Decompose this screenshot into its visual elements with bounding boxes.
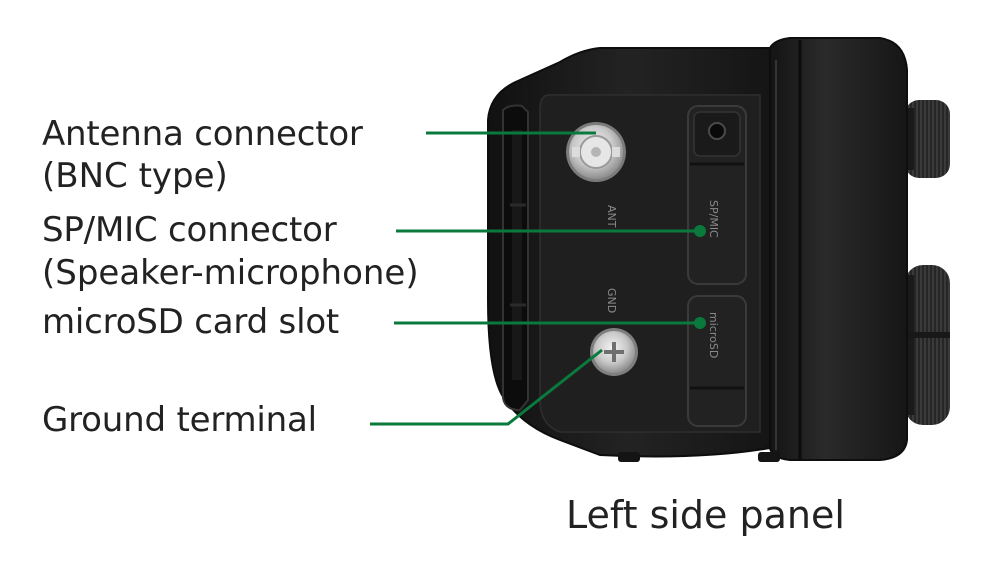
sp-mic-connector-sublabel: (Speaker-microphone) [42, 253, 419, 293]
panel-caption: Left side panel [566, 493, 845, 537]
bnc-antenna-connector [566, 122, 626, 182]
microsd-print: microSD [707, 312, 720, 358]
ground-terminal-screw [590, 328, 638, 376]
ground-terminal-label: Ground terminal [42, 400, 317, 440]
sp-mic-cover [687, 105, 747, 285]
sp-mic-connector-label: SP/MIC connector [42, 210, 337, 250]
microsd-slot-cover [687, 295, 747, 427]
leader-ground [370, 348, 603, 426]
leader-sp-mic-dot [694, 225, 706, 237]
leader-lines [370, 131, 706, 426]
sp-mic-print: SP/MIC [707, 200, 720, 238]
microsd-slot-label: microSD card slot [42, 302, 340, 342]
leader-microsd-dot [694, 317, 706, 329]
radio-front-block [769, 37, 908, 461]
ant-print: ANT [605, 205, 618, 228]
antenna-connector-label: Antenna connector [42, 114, 363, 154]
antenna-connector-sublabel: (BNC type) [42, 156, 228, 196]
gnd-print: GND [605, 288, 618, 313]
